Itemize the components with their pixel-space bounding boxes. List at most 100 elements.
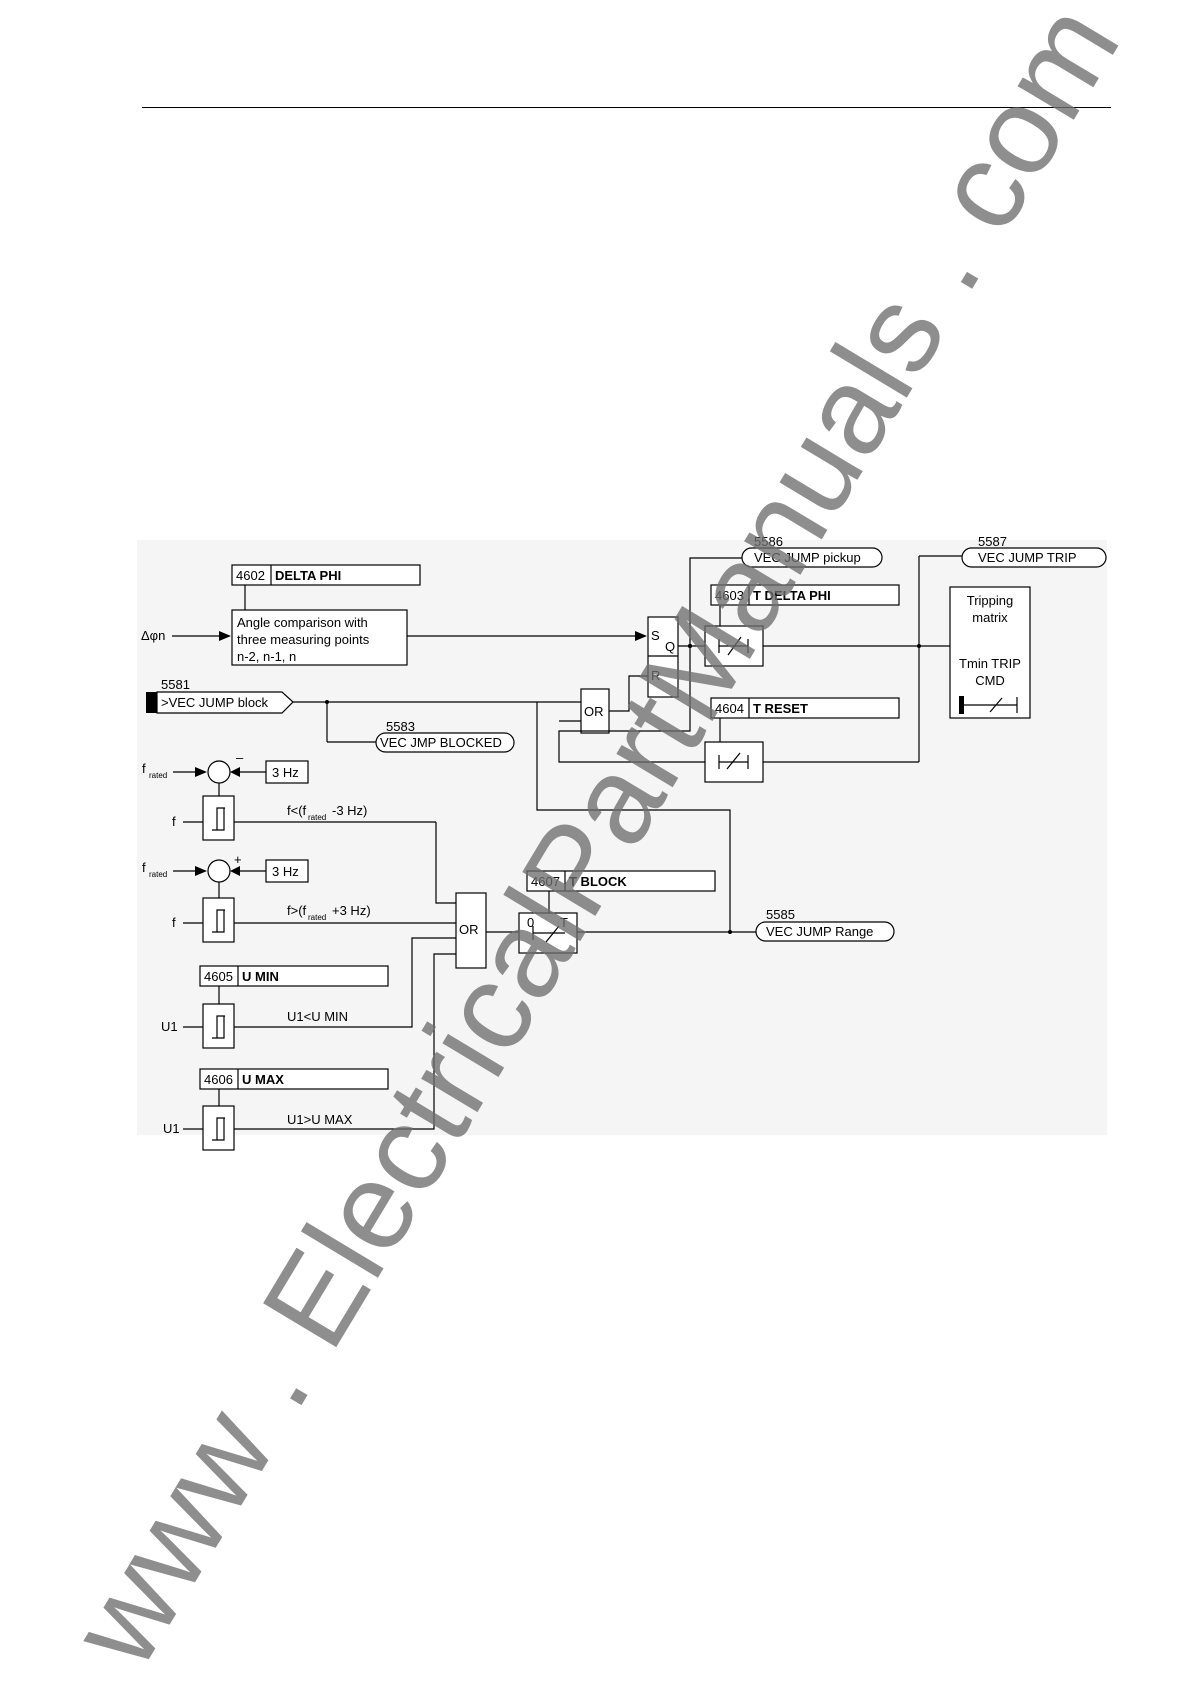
hysteresis-icon-4 <box>212 1117 225 1141</box>
trip-matrix-line1: Tripping <box>967 593 1013 608</box>
msg-5586-number: 5586 <box>754 534 783 549</box>
param-4604-name: T RESET <box>753 701 808 716</box>
rs-flipflop <box>647 616 679 698</box>
or-reset-label: OR <box>584 704 604 719</box>
hz3-label-2: 3 Hz <box>272 864 299 879</box>
threshold-f-high <box>202 897 235 943</box>
msg-5587-box <box>961 547 1107 568</box>
param-4605-number: 4605 <box>204 969 233 984</box>
svg-text:rated: rated <box>149 870 167 879</box>
msg-5586-text: VEC JUMP pickup <box>754 550 861 565</box>
param-4605-box <box>199 965 389 987</box>
header-rule <box>142 107 1111 108</box>
frated-label-2: f rated <box>142 860 167 879</box>
param-4606-box <box>199 1068 389 1090</box>
param-4606-name: U MAX <box>242 1072 284 1087</box>
svg-text:rated: rated <box>149 771 167 780</box>
or-reset-gate <box>580 688 610 734</box>
summing-point-plus <box>207 859 231 883</box>
hz3-label-1: 3 Hz <box>272 765 299 780</box>
pickup-line <box>689 557 742 646</box>
svg-text:rated: rated <box>308 813 326 822</box>
angle-comparison-line2: three measuring points <box>237 632 370 647</box>
svg-text:f<(f: f<(f <box>287 803 307 818</box>
svg-text:f>(f: f>(f <box>287 903 307 918</box>
threshold-u-min <box>202 1003 235 1049</box>
param-4605-name: U MIN <box>242 969 279 984</box>
or-range-label: OR <box>459 922 479 937</box>
timer-t-block-t: T <box>560 915 568 930</box>
timer-t-reset-icon <box>718 752 749 770</box>
hysteresis-icon-2 <box>212 909 225 933</box>
svg-text:-3 Hz): -3 Hz) <box>332 803 367 818</box>
hz3-block-1 <box>265 760 309 784</box>
frated-label-1: f rated <box>142 761 167 780</box>
threshold-f-low <box>202 795 235 841</box>
hysteresis-icon-3 <box>212 1015 225 1039</box>
q-to-reset-loop <box>558 646 705 763</box>
trip-matrix-line3: Tmin TRIP <box>959 656 1021 671</box>
u-low-signal-label: U1<U MIN <box>287 1009 348 1024</box>
threshold-u-max <box>202 1105 235 1151</box>
msg-5585-number: 5585 <box>766 907 795 922</box>
param-4602-box <box>231 564 421 586</box>
f-high-signal-label: f>(f rated +3 Hz) <box>287 903 371 922</box>
msg-5585-box <box>755 921 895 942</box>
msg-5583-text: VEC JMP BLOCKED <box>380 735 502 750</box>
param-4607-number: 4607 <box>531 874 560 889</box>
or-range-gate <box>455 892 487 969</box>
trip-matrix-line2: matrix <box>972 610 1008 625</box>
f-input-2: f <box>172 915 176 930</box>
flipflop-r: R <box>651 668 660 683</box>
angle-comparison-block <box>231 609 408 666</box>
param-4607-box <box>526 870 716 892</box>
param-4603-number: 4603 <box>715 588 744 603</box>
msg-5581-box <box>156 691 294 714</box>
param-4603-box <box>710 584 900 606</box>
flipflop-q: Q <box>665 639 675 654</box>
dphi-input-label: Δφn <box>141 628 165 643</box>
angle-comparison-line3: n-2, n-1, n <box>237 649 296 664</box>
u1-input-1: U1 <box>161 1019 178 1034</box>
param-4604-box <box>710 697 900 719</box>
binary-input-marker <box>146 692 157 713</box>
svg-text:f: f <box>142 761 146 776</box>
msg-5585-text: VEC JUMP Range <box>766 924 873 939</box>
msg-5587-number: 5587 <box>978 534 1007 549</box>
f-low-signal-label: f<(f rated -3 Hz) <box>287 803 367 822</box>
or-to-reset-line <box>609 675 648 712</box>
svg-text:f: f <box>142 860 146 875</box>
u1-input-2: U1 <box>163 1121 180 1136</box>
msg-5583-number: 5583 <box>386 719 415 734</box>
msg-5587-text: VEC JUMP TRIP <box>978 550 1076 565</box>
svg-text:+3 Hz): +3 Hz) <box>332 903 371 918</box>
param-4607-name: T BLOCK <box>569 874 627 889</box>
param-4603-name: T DELTA PHI <box>753 588 831 603</box>
tmin-trip-timer-icon <box>959 696 1018 714</box>
timer-t-block-icon <box>532 925 565 943</box>
angle-comparison-line1: Angle comparison with <box>237 615 368 630</box>
hz3-block-2 <box>265 859 309 883</box>
param-4602-number: 4602 <box>236 568 265 583</box>
msg-5583-box <box>375 732 515 753</box>
svg-text:rated: rated <box>308 913 326 922</box>
range-to-or-line <box>536 702 731 932</box>
dphi-arrow <box>219 631 231 641</box>
timer-t-delta-phi-icon <box>718 636 749 656</box>
summing-point-minus <box>207 760 231 784</box>
trip-matrix-line4: CMD <box>975 673 1005 688</box>
msg-5581-number: 5581 <box>161 677 190 692</box>
param-4606-number: 4606 <box>204 1072 233 1087</box>
minus-sign: – <box>236 750 244 765</box>
flipflop-s: S <box>651 628 660 643</box>
param-4604-number: 4604 <box>715 701 744 716</box>
plus-sign: + <box>234 852 242 867</box>
timer-t-block-zero: 0 <box>527 915 534 930</box>
param-4602-name: DELTA PHI <box>275 568 341 583</box>
msg-5586-box <box>741 547 883 568</box>
set-arrow <box>635 631 647 641</box>
hysteresis-icon-1 <box>212 807 225 831</box>
u-high-signal-label: U1>U MAX <box>287 1112 353 1127</box>
msg-5581-text: >VEC JUMP block <box>161 695 269 710</box>
